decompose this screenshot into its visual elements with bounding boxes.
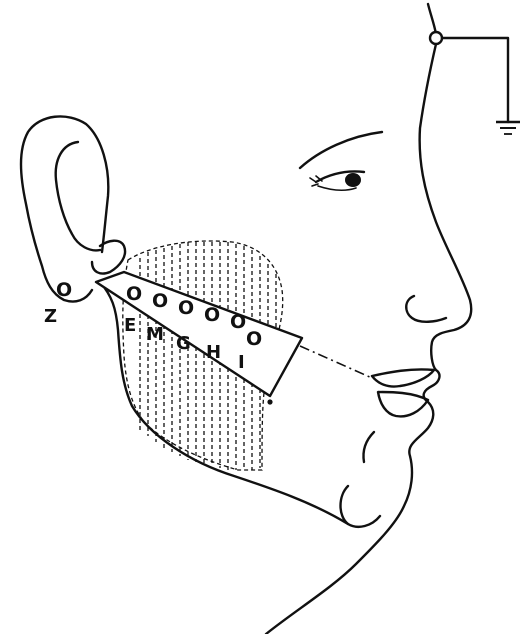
- ear-inner-fold: [56, 142, 100, 250]
- eye-pupil: [345, 173, 361, 187]
- label-e: E: [124, 315, 136, 336]
- ground-symbol-icon: [496, 122, 520, 134]
- strip-electrode-1: O: [126, 283, 142, 305]
- eye-lower-lid: [318, 186, 356, 190]
- stimulation-point: [267, 399, 272, 404]
- strip-electrode-6: O: [246, 328, 262, 350]
- ground-lead: [442, 38, 508, 122]
- strip-guide-line: [300, 346, 372, 378]
- strip-electrode-2: O: [152, 290, 168, 312]
- strip-electrode-4: O: [204, 304, 220, 326]
- strip-electrode-5: O: [230, 311, 246, 333]
- ear-tragus: [92, 241, 125, 274]
- eyebrow: [300, 132, 382, 168]
- label-g: G: [176, 333, 191, 354]
- label-z: Z: [44, 306, 57, 327]
- lower-lip: [378, 392, 428, 416]
- ear-electrode: O: [56, 279, 72, 301]
- label-h: H: [206, 342, 221, 363]
- ear-outline: [21, 116, 108, 301]
- upper-lip: [372, 369, 434, 386]
- jaw-contour: [341, 486, 381, 527]
- label-i: I: [238, 352, 245, 373]
- strip-electrode-3: O: [178, 297, 194, 319]
- ground-electrode: [430, 32, 442, 44]
- nostril: [406, 296, 446, 322]
- chin-crease: [363, 432, 374, 462]
- label-m: M: [146, 324, 164, 345]
